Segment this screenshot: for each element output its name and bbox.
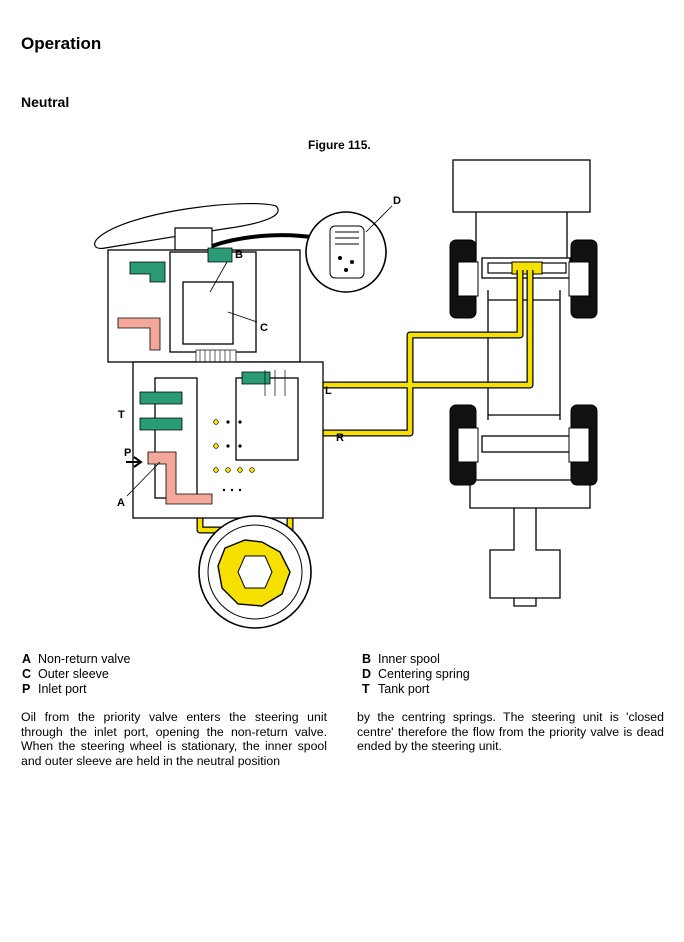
- callout-c: C: [260, 322, 268, 334]
- callout-p: P: [124, 447, 131, 459]
- callout-l: L: [325, 385, 332, 397]
- inlet-arrow-icon: [126, 456, 143, 468]
- callout-a: A: [117, 497, 125, 509]
- callout-r: R: [336, 432, 344, 444]
- steering-unit-lower: [132, 361, 324, 519]
- page-heading: Operation: [21, 34, 102, 53]
- body-paragraph-right: by the centring springs. The steering un…: [357, 710, 664, 754]
- callout-d: D: [393, 195, 401, 207]
- steering-wheel: [94, 202, 279, 251]
- section-heading: Neutral: [21, 94, 70, 110]
- metering-unit: [198, 515, 312, 629]
- callout-t: T: [118, 409, 125, 421]
- steering-hydraulic-diagram: A B C D L R T P: [94, 159, 598, 629]
- callout-b: B: [235, 249, 243, 261]
- body-paragraph-left: Oil from the priority valve enters the s…: [21, 710, 327, 768]
- figure-caption: Figure 115.: [308, 138, 371, 152]
